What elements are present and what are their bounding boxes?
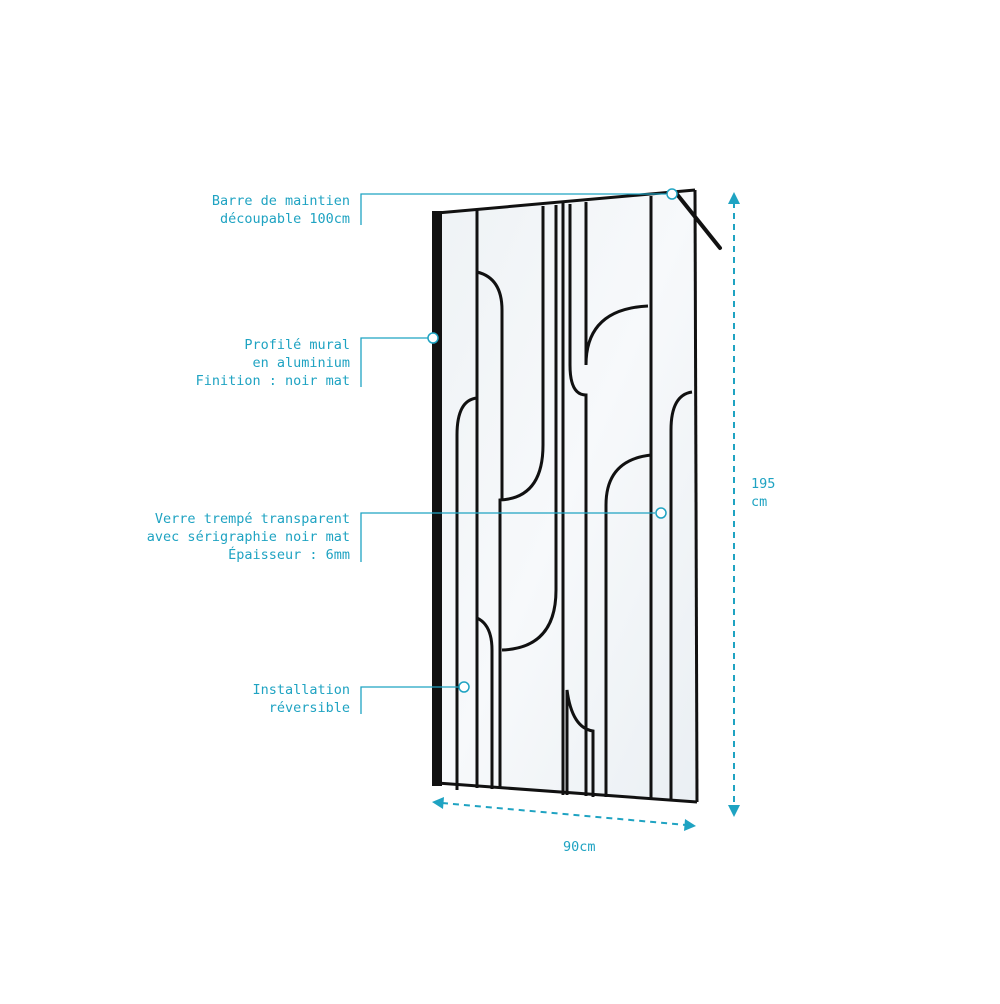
screen-print-pattern: [455, 196, 693, 801]
callout-label-bar: Barre de maintien découpable 100cm: [212, 192, 350, 228]
callout-line: Barre de maintien: [211, 193, 350, 209]
callout-leaders: [360, 193, 666, 714]
callout-line: Épaisseur : 6mm: [228, 547, 350, 563]
callout-label-install: Installation réversible: [252, 681, 350, 717]
callout-line: découpable 100cm: [219, 211, 350, 227]
height-label: 195 cm: [751, 475, 775, 511]
callout-line: réversible: [268, 700, 350, 716]
wall-profile: [432, 211, 442, 786]
callout-line: en aluminium: [252, 355, 350, 371]
height-unit: cm: [751, 494, 768, 510]
width-label: 90cm: [563, 839, 596, 855]
callout-line: Finition : noir mat: [195, 373, 350, 389]
callout-markers: [427, 188, 678, 693]
callout-line: Installation: [252, 682, 350, 698]
callout-line: avec sérigraphie noir mat: [146, 529, 350, 545]
stabiliser-bar: [674, 191, 722, 250]
callout-label-profile: Profilé mural en aluminium Finition : no…: [196, 336, 350, 390]
height-dimension: [728, 192, 740, 817]
callout-line: Profilé mural: [244, 337, 350, 353]
height-value: 195: [751, 476, 776, 492]
callout-label-glass: Verre trempé transparent avec sérigraphi…: [147, 510, 350, 564]
width-dimension: [432, 797, 696, 831]
callout-line: Verre trempé transparent: [154, 511, 350, 527]
